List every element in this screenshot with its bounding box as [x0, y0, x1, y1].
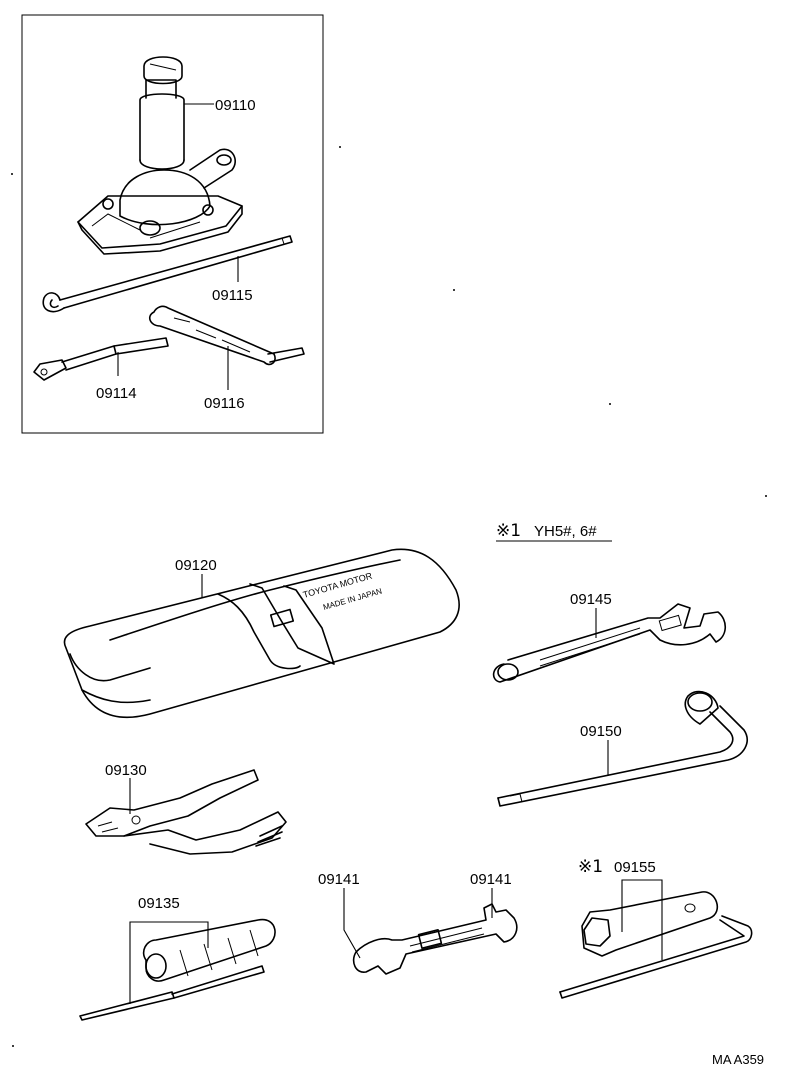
part-number-09130: 09130	[105, 762, 147, 779]
screwdriver-icon	[79, 918, 276, 1021]
part-number-09155: 09155	[614, 859, 656, 876]
adjustable-wrench-icon	[492, 603, 727, 683]
leader-09135	[129, 921, 209, 1004]
jack-crank-icon	[148, 305, 305, 366]
diagram-id: MA A359	[712, 1052, 764, 1067]
part-number-09120: 09120	[175, 557, 217, 574]
jack-group-box	[21, 14, 324, 434]
part-number-09110: 09110	[215, 97, 256, 114]
part-number-09145: 09145	[570, 591, 612, 608]
lug-wrench-icon	[497, 690, 748, 807]
part-number-09141-a: 09141	[318, 871, 360, 888]
part-number-09141-b: 09141	[470, 871, 512, 888]
jack-icon	[77, 56, 243, 255]
jack-extension-icon	[33, 337, 169, 381]
part-number-09115: 09115	[212, 287, 253, 304]
pliers-icon	[85, 769, 287, 855]
part-number-09114: 09114	[96, 385, 137, 402]
tool-bag-icon	[63, 548, 460, 719]
note-symbol: ※1	[496, 521, 521, 541]
part-number-09135: 09135	[138, 895, 180, 912]
note-ref-09155: ※1	[578, 857, 603, 877]
open-end-wrench-icon	[352, 903, 518, 975]
leader-09155	[621, 879, 663, 960]
jack-handle-icon	[42, 235, 293, 313]
part-number-09116: 09116	[204, 395, 245, 412]
leader-09141-a	[343, 888, 361, 959]
part-number-09150: 09150	[580, 723, 622, 740]
spark-plug-wrench-icon	[559, 891, 753, 999]
note-text: YH5#, 6#	[534, 523, 597, 540]
